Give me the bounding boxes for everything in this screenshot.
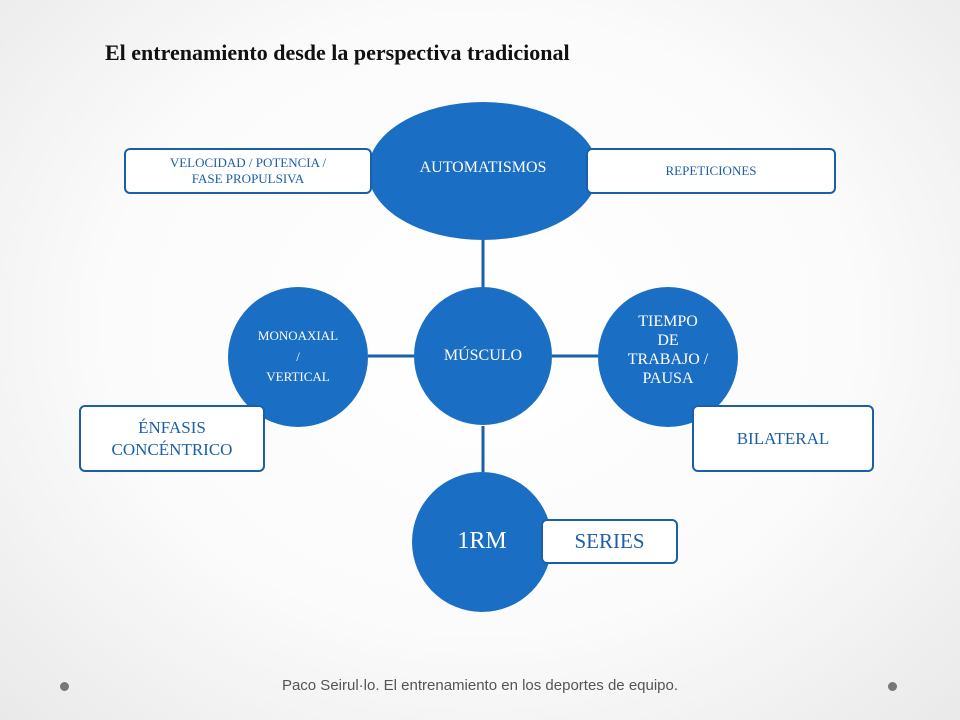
box-enfasis-line2: CONCÉNTRICO [111,439,233,459]
node-1rm-label: 1RM [457,527,507,554]
box-velocidad-line2: FASE PROPULSIVA [191,171,305,186]
box-velocidad: VELOCIDAD / POTENCIA / FASE PROPULSIVA [124,148,372,194]
node-tiempo: TIEMPO DE TRABAJO / PAUSA [598,287,738,427]
node-monoaxial: MONOAXIAL / VERTICAL [228,287,368,427]
footer-dot-right [888,682,897,691]
box-repeticiones: REPETICIONES [586,148,836,194]
footer-citation: Paco Seirul·lo. El entrenamiento en los … [281,677,679,694]
box-bilateral-label: BILATERAL [736,428,830,448]
box-enfasis-line1: ÉNFASIS [138,418,206,438]
box-velocidad-line1: VELOCIDAD / POTENCIA / [169,154,327,170]
node-monoaxial-line1: MONOAXIAL [257,327,339,343]
node-monoaxial-line2: / [296,348,300,364]
node-musculo-label: MÚSCULO [443,347,523,364]
node-automatismos-label: AUTOMATISMOS [419,159,547,176]
footer-dot-left [60,682,69,691]
box-series-label: SERIES [574,529,645,554]
box-enfasis: ÉNFASIS CONCÉNTRICO [79,405,265,472]
node-1rm: 1RM [412,472,552,612]
box-repeticiones-label: REPETICIONES [665,162,757,178]
slide-title: El entrenamiento desde la perspectiva tr… [105,40,570,65]
node-automatismos: AUTOMATISMOS [368,102,598,240]
node-musculo: MÚSCULO [414,287,552,425]
node-tiempo-line4: PAUSA [642,370,694,388]
box-bilateral: BILATERAL [692,405,874,472]
box-series: SERIES [541,519,678,564]
node-tiempo-line3: TRABAJO / [627,351,709,368]
node-monoaxial-line3: VERTICAL [266,369,330,385]
node-tiempo-line2: DE [657,331,679,349]
node-tiempo-line1: TIEMPO [638,312,698,330]
